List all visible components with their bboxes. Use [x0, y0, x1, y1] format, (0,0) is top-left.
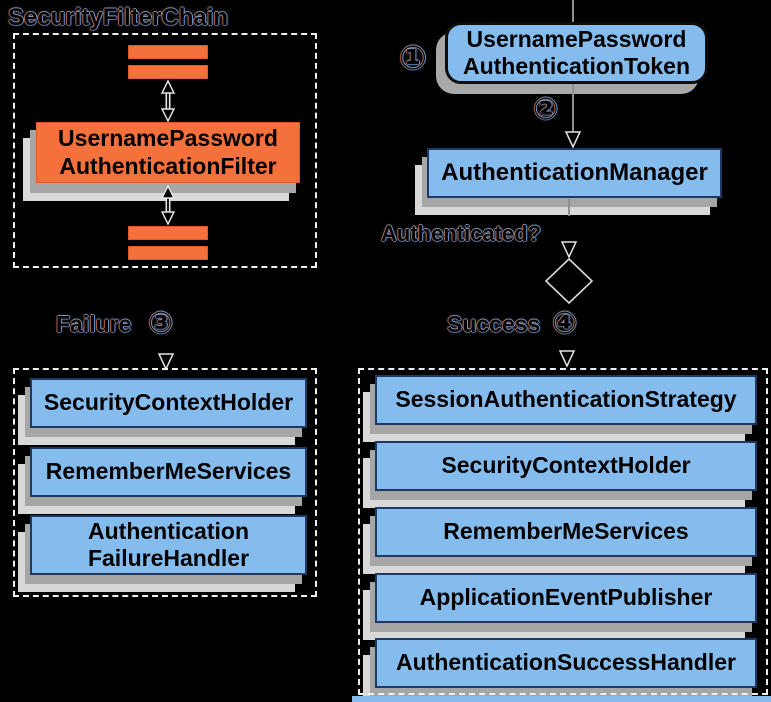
step-2-marker: ②: [533, 92, 559, 127]
box-label: ApplicationEventPublisher: [419, 584, 713, 611]
security-filter-chain-container: [13, 33, 317, 268]
remember-me-services-box-success: RememberMeServices: [375, 507, 757, 557]
security-filter-chain-title: SecurityFilterChain: [8, 4, 229, 31]
token-box-line1: UsernamePassword: [466, 25, 687, 52]
filter-bar: [128, 65, 208, 79]
box-label: SecurityContextHolder: [441, 452, 691, 479]
box-label: SecurityContextHolder: [43, 389, 294, 416]
decision-arrowhead: [560, 241, 578, 259]
filter-bar: [128, 246, 208, 260]
failure-arrowhead: [157, 353, 175, 371]
security-context-holder-box-failure: SecurityContextHolder: [30, 378, 307, 428]
failure-label: Failure: [56, 311, 132, 337]
success-arrowhead: [558, 350, 576, 368]
filter-bar: [128, 226, 208, 240]
box-label-line1: Authentication: [88, 517, 249, 544]
token-to-manager-arrowhead: [564, 131, 582, 149]
box-label-line2: FailureHandler: [87, 545, 250, 571]
security-context-holder-box-success: SecurityContextHolder: [375, 441, 757, 491]
filter-box-line1: UsernamePassword: [58, 125, 278, 152]
token-box-line2: AuthenticationToken: [462, 53, 690, 79]
manager-box-label: AuthenticationManager: [441, 158, 708, 186]
authentication-manager-box: AuthenticationManager: [427, 148, 722, 198]
authenticated-label: Authenticated?: [381, 221, 542, 246]
failure-handlers-container: [13, 368, 317, 597]
filter-box-line2: AuthenticationFilter: [59, 152, 277, 179]
box-label: RememberMeServices: [443, 518, 689, 545]
step-1-marker: ①: [399, 38, 427, 77]
authentication-success-handler-box: AuthenticationSuccessHandler: [375, 638, 757, 688]
bottom-cutoff-strip: [352, 696, 771, 702]
username-password-authentication-filter-box: UsernamePassword AuthenticationFilter: [36, 122, 300, 183]
success-handlers-container: [358, 368, 768, 695]
decision-diamond: [544, 257, 594, 305]
filter-bar: [128, 45, 208, 59]
application-event-publisher-box: ApplicationEventPublisher: [375, 573, 757, 623]
box-label: SessionAuthenticationStrategy: [395, 386, 737, 413]
box-label: RememberMeServices: [45, 458, 292, 485]
success-label: Success: [447, 311, 541, 337]
username-password-authentication-token-box: UsernamePassword AuthenticationToken: [445, 22, 708, 84]
authentication-failure-handler-box: Authentication FailureHandler: [30, 515, 307, 575]
box-label: AuthenticationSuccessHandler: [396, 649, 736, 676]
session-authentication-strategy-box: SessionAuthenticationStrategy: [375, 375, 757, 425]
remember-me-services-box-failure: RememberMeServices: [30, 447, 307, 497]
step-4-marker: ④: [552, 306, 578, 341]
step-3-marker: ③: [148, 306, 174, 341]
